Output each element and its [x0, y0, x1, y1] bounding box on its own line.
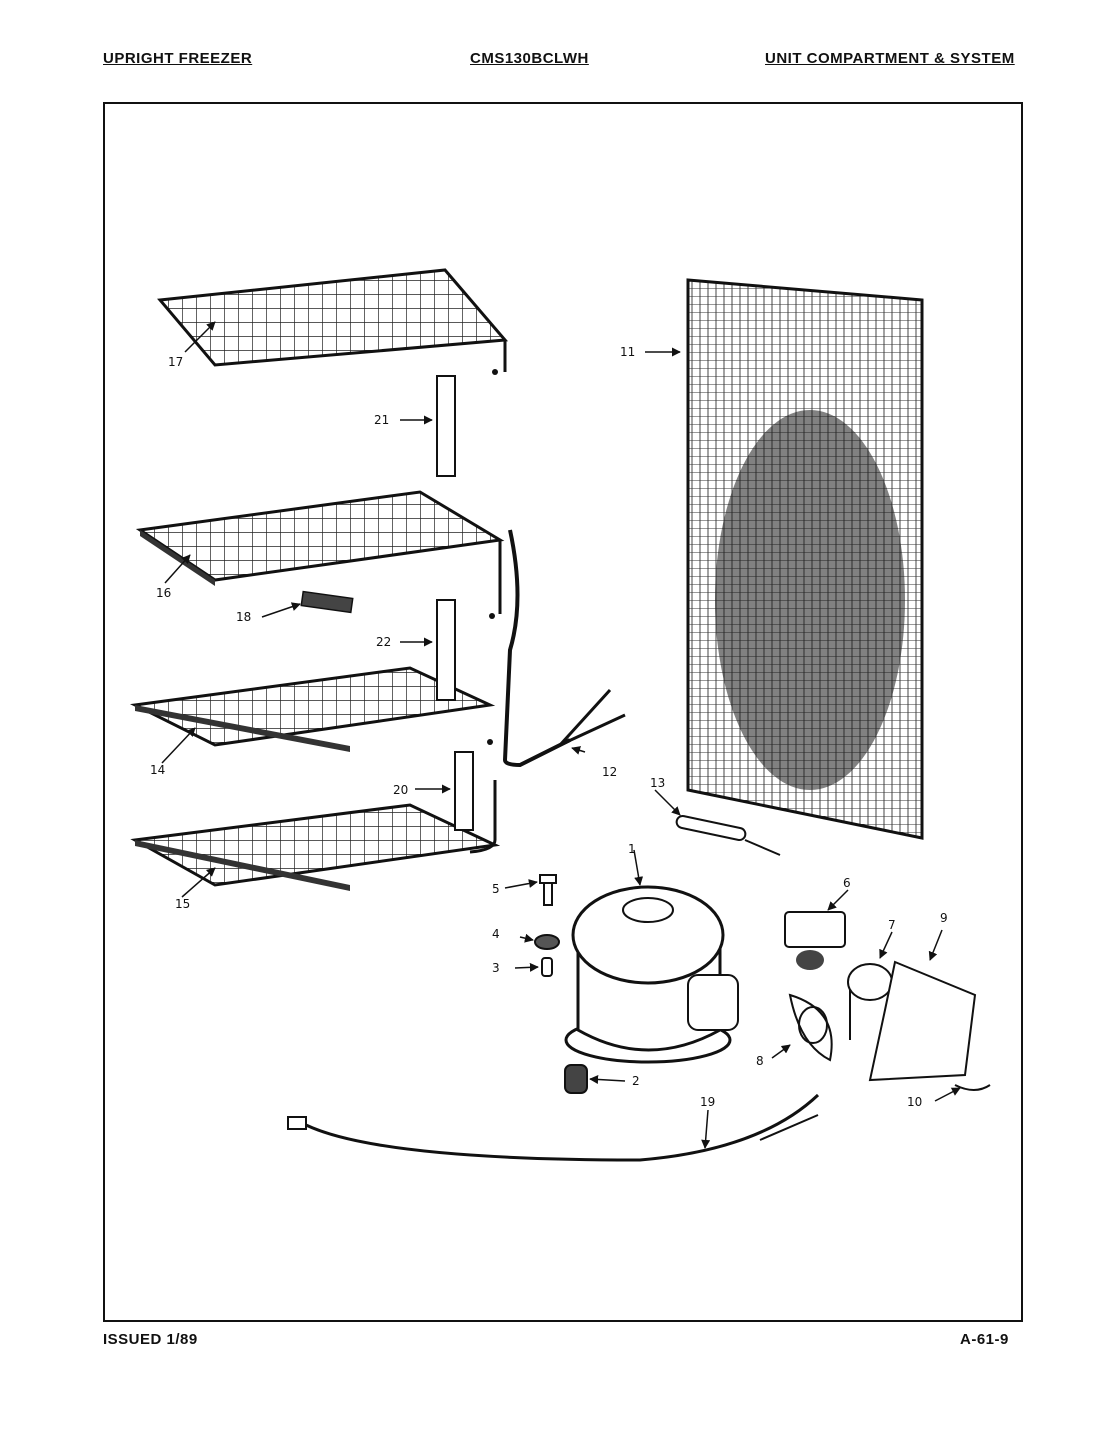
grommet-4 — [534, 934, 560, 950]
callout-5: 5 — [492, 882, 500, 896]
header-title: UPRIGHT FREEZER — [103, 50, 253, 67]
callout-22: 22 — [376, 635, 391, 649]
callout-4: 4 — [492, 927, 500, 941]
callout-3: 3 — [492, 961, 500, 975]
drier-13 — [675, 814, 781, 856]
evaporator-shelf-16 — [135, 490, 505, 619]
callout-7: 7 — [888, 918, 896, 932]
callout-9: 9 — [940, 911, 948, 925]
callout-13: 13 — [650, 776, 665, 790]
leader-lines — [161, 321, 961, 1149]
fitting-2 — [564, 1064, 588, 1094]
sleeve-3 — [541, 957, 553, 977]
compressor-1 — [564, 885, 739, 1064]
tubing-12 — [558, 688, 626, 747]
callout-8: 8 — [756, 1054, 764, 1068]
bracket-22 — [436, 599, 456, 701]
callout-11: 11 — [620, 345, 635, 359]
clip-18 — [300, 590, 354, 614]
bolt-5 — [539, 874, 557, 906]
callout-21: 21 — [374, 413, 389, 427]
callout-10: 10 — [907, 1095, 922, 1109]
callout-16: 16 — [156, 586, 171, 600]
power-cord-19 — [287, 1093, 820, 1162]
bracket-20 — [454, 751, 474, 831]
callout-6: 6 — [843, 876, 851, 890]
callout-12: 12 — [602, 765, 617, 779]
gasket-8 — [788, 993, 833, 1062]
footer-page-code: A-61-9 — [960, 1331, 1009, 1348]
callout-1: 1 — [628, 842, 636, 856]
relay-6 — [784, 911, 846, 970]
callout-14: 14 — [150, 763, 165, 777]
callout-2: 2 — [632, 1074, 640, 1088]
footer-issued-date: ISSUED 1/89 — [103, 1331, 198, 1348]
header-section-title: UNIT COMPARTMENT & SYSTEM — [765, 50, 1015, 67]
cover-9 — [868, 960, 977, 1082]
evaporator-shelf-17 — [157, 268, 509, 375]
header-model-number: CMS130BCLWH — [470, 50, 589, 67]
condenser-11 — [686, 278, 924, 840]
callout-15: 15 — [175, 897, 190, 911]
bracket-21 — [436, 375, 456, 477]
callout-19: 19 — [700, 1095, 715, 1109]
clip-10 — [954, 1084, 991, 1091]
callout-20: 20 — [393, 783, 408, 797]
callout-18: 18 — [236, 610, 251, 624]
callout-17: 17 — [168, 355, 183, 369]
diagram-frame — [103, 102, 1023, 1322]
evaporator-shelf-15 — [130, 803, 501, 891]
connecting-tube — [502, 529, 571, 768]
